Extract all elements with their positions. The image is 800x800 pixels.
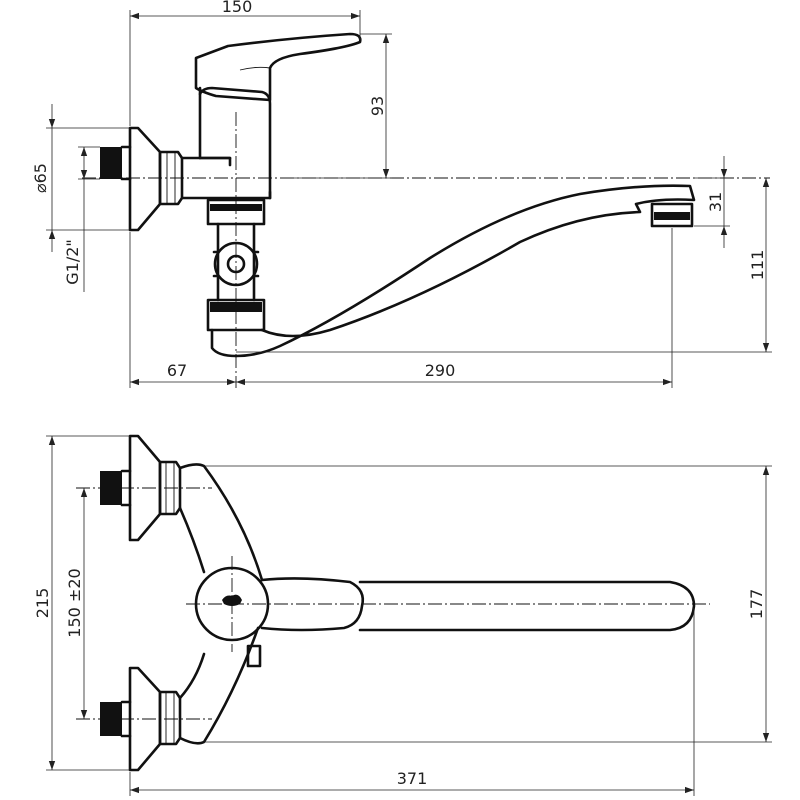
side-aerator-band <box>654 212 690 220</box>
dim-spout-offset: 177 <box>747 589 766 620</box>
top-inlet-neck-upper <box>120 469 132 507</box>
top-body <box>178 463 264 745</box>
dim-spout-height: 111 <box>748 250 767 281</box>
dim-flange-diameter: ⌀65 <box>31 163 50 193</box>
dim-total-width: 150 <box>222 0 253 16</box>
side-diverter-ears <box>212 250 260 278</box>
dim-total-length: 371 <box>397 769 428 788</box>
dim-aerator-height: 31 <box>706 192 725 212</box>
side-valve-step <box>198 156 232 167</box>
side-inlet-thread <box>100 147 122 179</box>
side-valve-body <box>198 86 272 200</box>
side-spout-column <box>216 222 256 302</box>
side-spout-foot <box>210 328 238 358</box>
dim-lever-height: 93 <box>368 96 387 116</box>
side-spout-tube <box>234 184 696 358</box>
dim-inlet-offset: 67 <box>167 361 187 380</box>
top-body-tab <box>246 644 262 668</box>
side-aerator <box>650 202 694 228</box>
side-lever-handle <box>194 32 362 102</box>
top-union-nut-lower <box>158 690 182 746</box>
side-wall-flange <box>128 126 162 232</box>
top-union-nut-lower-facets <box>165 692 175 744</box>
dim-thread: G1/2" <box>63 239 82 285</box>
dim-inlet-spacing: 150 ±20 <box>65 568 84 637</box>
top-lever-handle <box>260 577 365 632</box>
side-inlet-neck <box>120 145 132 181</box>
top-inlet-neck-lower <box>120 700 132 738</box>
side-lever-detail <box>239 66 271 71</box>
side-view: 150 93 ⌀65 G1/2" 31 111 6 <box>31 0 772 388</box>
dim-total-height: 215 <box>33 588 52 619</box>
top-view: 215 150 ±20 177 371 <box>33 434 772 796</box>
side-spout-nut-upper <box>206 198 266 226</box>
dim-spout-reach: 290 <box>425 361 456 380</box>
top-spout <box>358 580 696 632</box>
